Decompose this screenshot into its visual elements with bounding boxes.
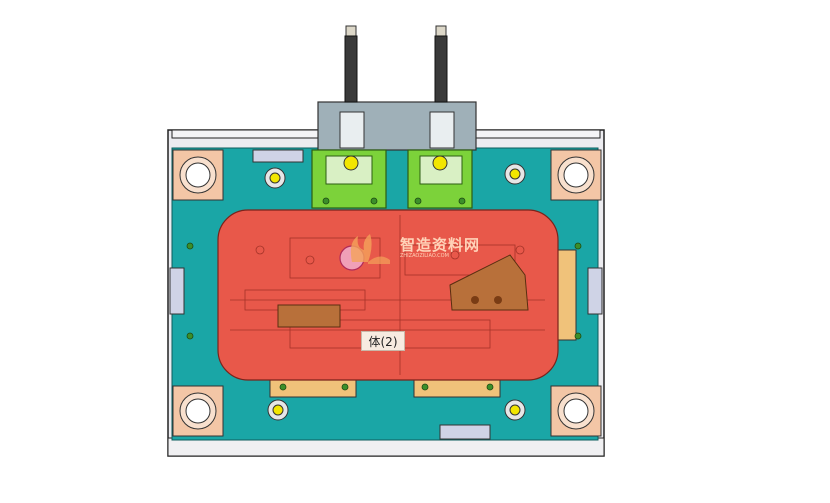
watermark: 智造资料网 ZHIZAOZILIAO.COM <box>344 232 494 268</box>
guide-pin-3 <box>267 399 289 421</box>
clamp-slot-left <box>339 111 365 149</box>
rod-left <box>344 25 358 103</box>
watermark-logo-icon <box>350 234 390 264</box>
slider-left-window <box>325 155 373 185</box>
insert-hole-2 <box>494 296 502 304</box>
clamp-slot-right <box>429 111 455 149</box>
insert-plate-left <box>277 304 341 328</box>
watermark-subtext: ZHIZAOZILIAO.COM <box>400 253 449 259</box>
corner-bushing-top-left <box>172 149 224 201</box>
corner-bushing-bottom-left <box>172 385 224 437</box>
guide-pin-2 <box>504 163 526 185</box>
screws <box>186 197 582 391</box>
corner-bushing-top-right <box>550 149 602 201</box>
side-block-right <box>587 267 603 315</box>
guide-pin-4 <box>504 399 526 421</box>
top-left-clip <box>252 149 304 163</box>
side-block-left <box>169 267 185 315</box>
guide-pin-1 <box>264 167 286 189</box>
bottom-right-clip <box>439 424 491 440</box>
base-plate-bottom-strip <box>167 437 605 457</box>
insert-plate-right <box>449 254 529 311</box>
watermark-text: 智造资料网 <box>400 236 481 254</box>
slider-right-window <box>419 155 463 185</box>
corner-bushing-bottom-right <box>550 385 602 437</box>
core-insert <box>217 209 559 381</box>
rod-right <box>434 25 448 103</box>
part-name-tooltip: 体(2) <box>361 331 405 351</box>
insert-hole-1 <box>471 296 479 304</box>
